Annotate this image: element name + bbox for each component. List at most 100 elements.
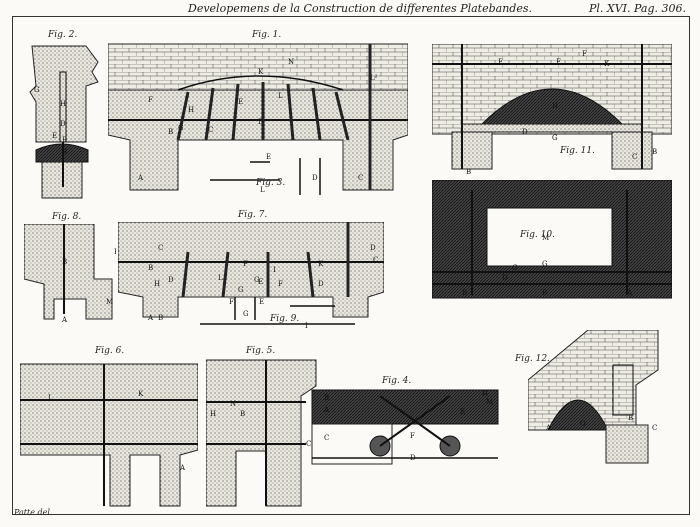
fig11-reference-letter: F — [556, 58, 561, 66]
fig11-reference-letter: F — [498, 58, 503, 66]
fig2-reference-letter: H — [60, 100, 66, 108]
fig9-reference-letter: G — [243, 310, 249, 318]
fig12-reference-letter: A — [545, 424, 552, 432]
fig5-reference-letter: B — [240, 410, 245, 418]
fig3-reference-letter: D — [312, 174, 318, 182]
fig7-reference-letter: C — [373, 256, 378, 264]
fig12-reference-letter: C — [652, 424, 657, 432]
fig1-reference-letter: C — [208, 126, 213, 134]
fig4-reference-letter: H — [482, 390, 488, 398]
fig1-reference-letter: A — [137, 174, 144, 182]
fig2-reference-letter: E — [62, 136, 67, 144]
fig3-reference-letter: E — [266, 153, 271, 161]
fig6-reference-letter: K — [138, 390, 144, 398]
fig2-reference-letter: G — [34, 86, 40, 94]
fig7-reference-letter: B — [148, 264, 153, 272]
fig10-reference-letter: B — [462, 289, 467, 297]
fig7-reference-letter: C — [158, 244, 163, 252]
caption-fig3: Fig. 3. — [256, 178, 286, 188]
caption-fig11: Fig. 11. — [560, 146, 595, 156]
fig10-reference-letter: M — [542, 234, 549, 242]
caption-fig7: Fig. 7. — [238, 210, 268, 220]
fig7-reference-letter: A — [147, 314, 154, 322]
plate-border — [12, 16, 690, 515]
fig10-reference-letter: G — [512, 264, 518, 272]
fig4-reference-letter: F — [410, 432, 415, 440]
plate-title: Developemens de la Construction de diffe… — [188, 2, 532, 15]
fig12-reference-letter: B — [628, 414, 633, 422]
fig10-reference-letter: G — [542, 260, 548, 268]
fig10-reference-letter: A — [626, 289, 633, 297]
fig11-reference-letter: K — [604, 60, 610, 68]
fig7-reference-letter: L — [218, 274, 223, 282]
fig11-reference-letter: B — [466, 168, 471, 174]
fig5-reference-letter: C — [306, 440, 311, 448]
fig1-reference-letter: C — [358, 174, 363, 182]
fig7-reference-letter: D — [168, 276, 174, 284]
fig4-reference-letter: B — [324, 394, 329, 402]
fig8-reference-letter: B — [62, 258, 67, 266]
fig7-reference-letter: F — [278, 280, 283, 288]
fig1-reference-letter: L² — [370, 74, 378, 82]
caption-fig12: Fig. 12. — [515, 354, 550, 364]
fig11-reference-letter: H — [552, 102, 558, 110]
fig11-reference-letter: D — [522, 128, 528, 136]
fig8-reference-letter: M — [106, 298, 113, 306]
caption-fig10: Fig. 10. — [520, 230, 555, 240]
fig8-reference-letter: E — [114, 248, 116, 256]
figure-5: H NB C — [206, 359, 317, 507]
fig4-reference-letter: E — [460, 408, 465, 416]
fig9-reference-letter: I — [305, 322, 308, 328]
fig1-reference-letter: B — [168, 128, 173, 136]
caption-fig6: Fig. 6. — [95, 346, 125, 356]
fig11-reference-letter: C — [632, 153, 637, 161]
fig11-reference-letter: G — [552, 134, 558, 142]
fig10-reference-letter: D — [502, 274, 508, 282]
fig7-reference-letter: F — [243, 260, 248, 268]
fig7-reference-letter: G — [254, 276, 260, 284]
fig2-reference-letter: B — [62, 148, 67, 156]
fig5-reference-letter: H — [210, 410, 216, 418]
caption-fig8: Fig. 8. — [52, 212, 82, 222]
figure-11: BAFFKHDGCBF — [432, 44, 672, 174]
caption-fig1: Fig. 1. — [252, 30, 282, 40]
fig2-reference-letter: E — [52, 132, 57, 140]
fig1-reference-letter: E — [238, 98, 243, 106]
fig12-reference-letter: O — [580, 420, 586, 428]
fig1-reference-letter: K — [258, 68, 264, 76]
fig4-reference-letter: C — [324, 434, 329, 442]
fig4-reference-letter: M — [486, 398, 493, 406]
fig1-reference-letter: G — [178, 124, 184, 132]
caption-fig2: Fig. 2. — [48, 30, 78, 40]
fig5-reference-letter: N — [230, 400, 236, 408]
fig1-reference-letter: D — [258, 118, 264, 126]
fig6-reference-letter: L — [48, 394, 53, 402]
fig11-reference-letter: B — [652, 148, 657, 156]
fig2-reference-letter: D — [60, 120, 66, 128]
fig7-reference-letter: B — [158, 314, 163, 322]
fig7-reference-letter: H — [154, 280, 160, 288]
fig7-reference-letter: E — [258, 278, 263, 286]
fig1-reference-letter: F — [148, 96, 153, 104]
fig7-reference-letter: I — [273, 266, 276, 274]
fig4-reference-letter: D — [410, 454, 416, 462]
fig6-reference-letter: A — [179, 464, 186, 472]
fig9-reference-letter: E — [259, 298, 264, 306]
fig8-reference-letter: A — [61, 316, 68, 324]
fig10-reference-letter: B — [542, 289, 547, 297]
fig1-reference-letter: L — [278, 92, 283, 100]
caption-fig4: Fig. 4. — [382, 376, 412, 386]
fig7-reference-letter: K — [318, 260, 324, 268]
fig7-reference-letter: D — [318, 280, 324, 288]
fig11-reference-letter: F — [582, 50, 587, 58]
figure-8: E B M A — [24, 224, 116, 324]
figure-12: O A B C — [528, 330, 659, 464]
engraver-signature: Patte del. — [14, 508, 53, 517]
